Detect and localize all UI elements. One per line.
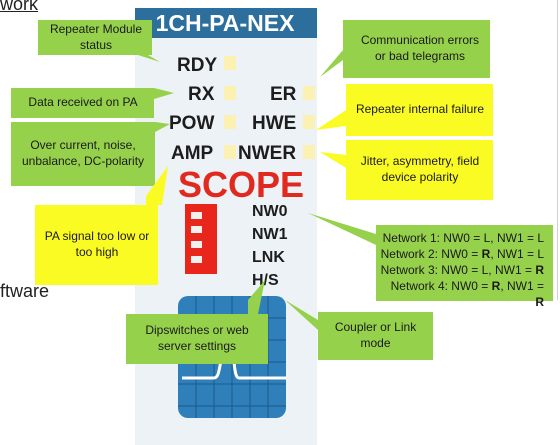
led-hwe xyxy=(303,115,315,129)
network-row-text: Network 2: NW0 = xyxy=(380,247,482,261)
callout-shape-internal-failure xyxy=(316,84,493,136)
callout-shape-network xyxy=(308,213,553,301)
background-text-fragment: work xyxy=(0,0,39,14)
network-row: Network 1: NW0 = L, NW1 = L xyxy=(380,230,544,246)
led-label-hwe: HWE xyxy=(252,113,296,134)
network-row: Network 4: NW0 = R, NW1 = R xyxy=(380,278,544,310)
led-rx xyxy=(224,86,236,100)
callout-data-received: Data received on PA xyxy=(28,95,138,110)
scope-label: SCOPE xyxy=(178,164,304,205)
led-er xyxy=(303,86,315,100)
callout-repeater-status: Repeater Module status xyxy=(49,21,143,52)
network-row-text: Network 3: NW0 = L, NW1 = xyxy=(380,263,536,277)
dipswitch-3 xyxy=(191,241,202,248)
led-nwer xyxy=(303,145,315,159)
callout-shape-coupler xyxy=(285,300,433,360)
led-label-rx: RX xyxy=(188,84,215,105)
network-row-bold: R xyxy=(535,295,544,309)
switch-label-lnk: LNK xyxy=(252,249,285,266)
led-label-er: ER xyxy=(270,84,297,105)
callout-shape-data-received xyxy=(11,88,174,118)
callout-shape-repeater-status xyxy=(38,20,160,62)
led-label-amp: AMP xyxy=(171,143,214,164)
callout-shape-comm-errors xyxy=(320,20,490,78)
callout-shape-jitter xyxy=(320,140,493,200)
led-label-rdy: RDY xyxy=(177,55,217,76)
callout-comm-errors: Communication errors or bad telegrams xyxy=(360,33,480,63)
network-row: Network 3: NW0 = L, NW1 = R xyxy=(380,262,544,278)
led-rdy xyxy=(224,56,236,70)
network-row-text: , NW1 = L xyxy=(490,247,544,261)
dipswitch-2 xyxy=(191,226,202,233)
callout-network: Network 1: NW0 = L, NW1 = L Network 2: N… xyxy=(380,230,544,310)
callout-jitter: Jitter, asymmetry, field device polarity xyxy=(360,154,480,184)
dipswitch-4 xyxy=(191,256,202,263)
network-row: Network 2: NW0 = R, NW1 = L xyxy=(380,246,544,262)
callout-shape-signal-level xyxy=(35,166,168,285)
callout-shape-overcurrent xyxy=(11,122,170,186)
callout-coupler: Coupler or Link mode xyxy=(334,320,417,350)
switch-label-hs: H/S xyxy=(252,272,279,289)
led-label-nwer: NWER xyxy=(238,143,296,164)
callout-shape-dipswitch xyxy=(126,280,268,364)
network-row-bold: R xyxy=(491,279,501,293)
switch-label-nw0: NW0 xyxy=(252,203,288,220)
network-row-text: , NW1 = xyxy=(500,279,544,293)
callout-overcurrent: Over current, noise, unbalance, DC-polar… xyxy=(21,138,145,168)
network-row-text: Network 1: NW0 = L, NW1 = L xyxy=(382,231,544,245)
callout-dipswitch: Dipswitches or web server settings xyxy=(145,323,249,353)
device-title: 1CH-PA-NEX xyxy=(156,10,296,36)
switch-label-nw1: NW1 xyxy=(252,226,288,243)
led-amp xyxy=(224,145,236,159)
network-row-bold: R xyxy=(481,247,491,261)
callout-internal-failure: Repeater internal failure xyxy=(355,102,485,117)
dipswitch-1 xyxy=(191,212,202,219)
device-header-bar xyxy=(135,8,317,38)
led-pow xyxy=(224,115,236,129)
divider-line xyxy=(557,0,558,300)
background-text-fragment: ftware xyxy=(0,281,50,301)
network-row-text: Network 4: NW0 = xyxy=(390,279,492,293)
callout-signal-level: PA signal too low or too high xyxy=(44,229,150,259)
led-label-pow: POW xyxy=(169,113,214,134)
network-row-bold: R xyxy=(535,263,544,277)
